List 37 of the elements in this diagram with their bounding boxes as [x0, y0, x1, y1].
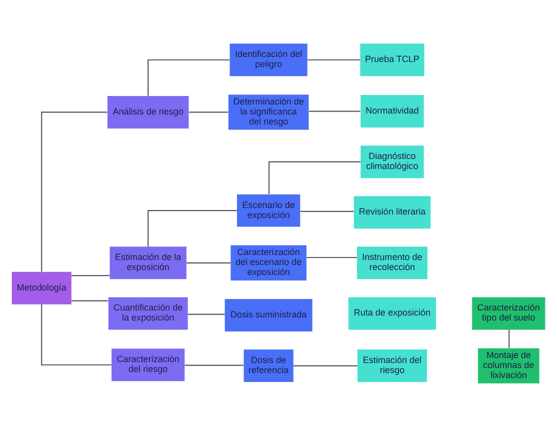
connector — [148, 210, 237, 247]
node-box: Metodología — [12, 272, 72, 304]
node-box: Análisis de riesgo — [107, 96, 189, 128]
connector — [294, 365, 358, 366]
node-box: Instrumento de recolección — [357, 246, 428, 280]
connector — [184, 364, 244, 366]
node-box: Determinación de la significanca del riesgo — [228, 94, 309, 130]
node-box: Montaje de columnas de lixivación — [478, 348, 540, 384]
node-box: Identificación del peligro — [230, 44, 308, 76]
connector — [72, 300, 108, 302]
connector — [41, 304, 112, 366]
node-box: Caracterización del riesgo — [112, 348, 185, 382]
connector — [72, 275, 110, 276]
node-box: Normatividad — [360, 95, 424, 128]
connector — [309, 110, 360, 112]
node-box: Prueba TCLP — [360, 44, 424, 76]
node-box: Dosis de referencia — [244, 350, 294, 382]
node-box: Diagnóstico climatológico — [360, 146, 424, 178]
connector — [41, 112, 108, 272]
connector — [148, 59, 230, 96]
node-box: Cuantificación de la exposición — [108, 297, 188, 330]
connector — [508, 330, 510, 348]
connector — [188, 314, 225, 315]
connector — [300, 210, 354, 212]
node-box: Estimación de la exposición — [110, 246, 186, 280]
node-box: Escenario de exposición — [236, 194, 300, 227]
node-box: Estimación del riesgo — [357, 350, 427, 382]
connector — [268, 161, 360, 194]
connector — [308, 59, 360, 60]
connector — [186, 262, 230, 264]
node-box: Revisión literaria — [354, 196, 431, 229]
connector — [188, 112, 228, 113]
node-box: Ruta de exposición — [348, 297, 436, 330]
connector — [306, 256, 357, 258]
node-box: Caracterización tipo del suelo — [472, 297, 546, 330]
node-box: Dosis suministrada — [224, 299, 312, 332]
node-box: Caracterización del escenario de exposición — [230, 245, 306, 280]
